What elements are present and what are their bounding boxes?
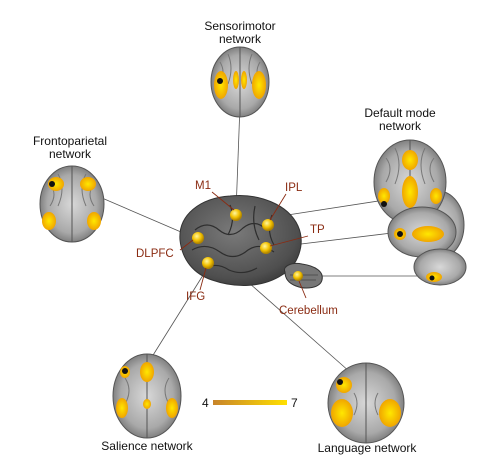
dlpfc-label: DLPFC <box>136 248 174 260</box>
line-sensorimotor <box>235 104 241 213</box>
cerebellum-node <box>293 271 303 281</box>
ifg-label: IFG <box>186 291 206 303</box>
m1-label: M1 <box>195 180 211 192</box>
cerebellum-label: Cerebellum <box>279 305 338 317</box>
ipl-node <box>262 219 274 231</box>
line-frontoparietal <box>94 194 196 239</box>
colorbar <box>213 400 287 405</box>
line-salience <box>149 263 211 361</box>
language-slice <box>327 362 405 444</box>
frontoparietal-slice <box>39 165 105 243</box>
salience-network-label: Salience network <box>101 439 193 453</box>
brain-3d <box>179 195 323 289</box>
line-language <box>239 274 351 373</box>
m1-node <box>230 209 242 221</box>
dlpfc-node <box>192 232 204 244</box>
language-network-label: Language network <box>317 441 417 455</box>
colorbar-min-label: 4 <box>202 396 209 410</box>
default-mode-slices <box>373 139 467 286</box>
ifg-node <box>202 257 214 269</box>
tp-label: TP <box>310 224 325 236</box>
colorbar-max-label: 7 <box>291 396 298 410</box>
sensorimotor-slice <box>210 46 270 118</box>
default-mode-network-label: Default mode network <box>364 106 436 133</box>
ipl-label: IPL <box>285 182 303 194</box>
region-pointers <box>179 191 309 299</box>
tp-node <box>260 242 272 254</box>
salience-slice <box>112 353 182 439</box>
frontoparietal-network-label: Frontoparietal network <box>32 134 108 161</box>
sensorimotor-network-label: Sensorimotor network <box>204 19 276 46</box>
